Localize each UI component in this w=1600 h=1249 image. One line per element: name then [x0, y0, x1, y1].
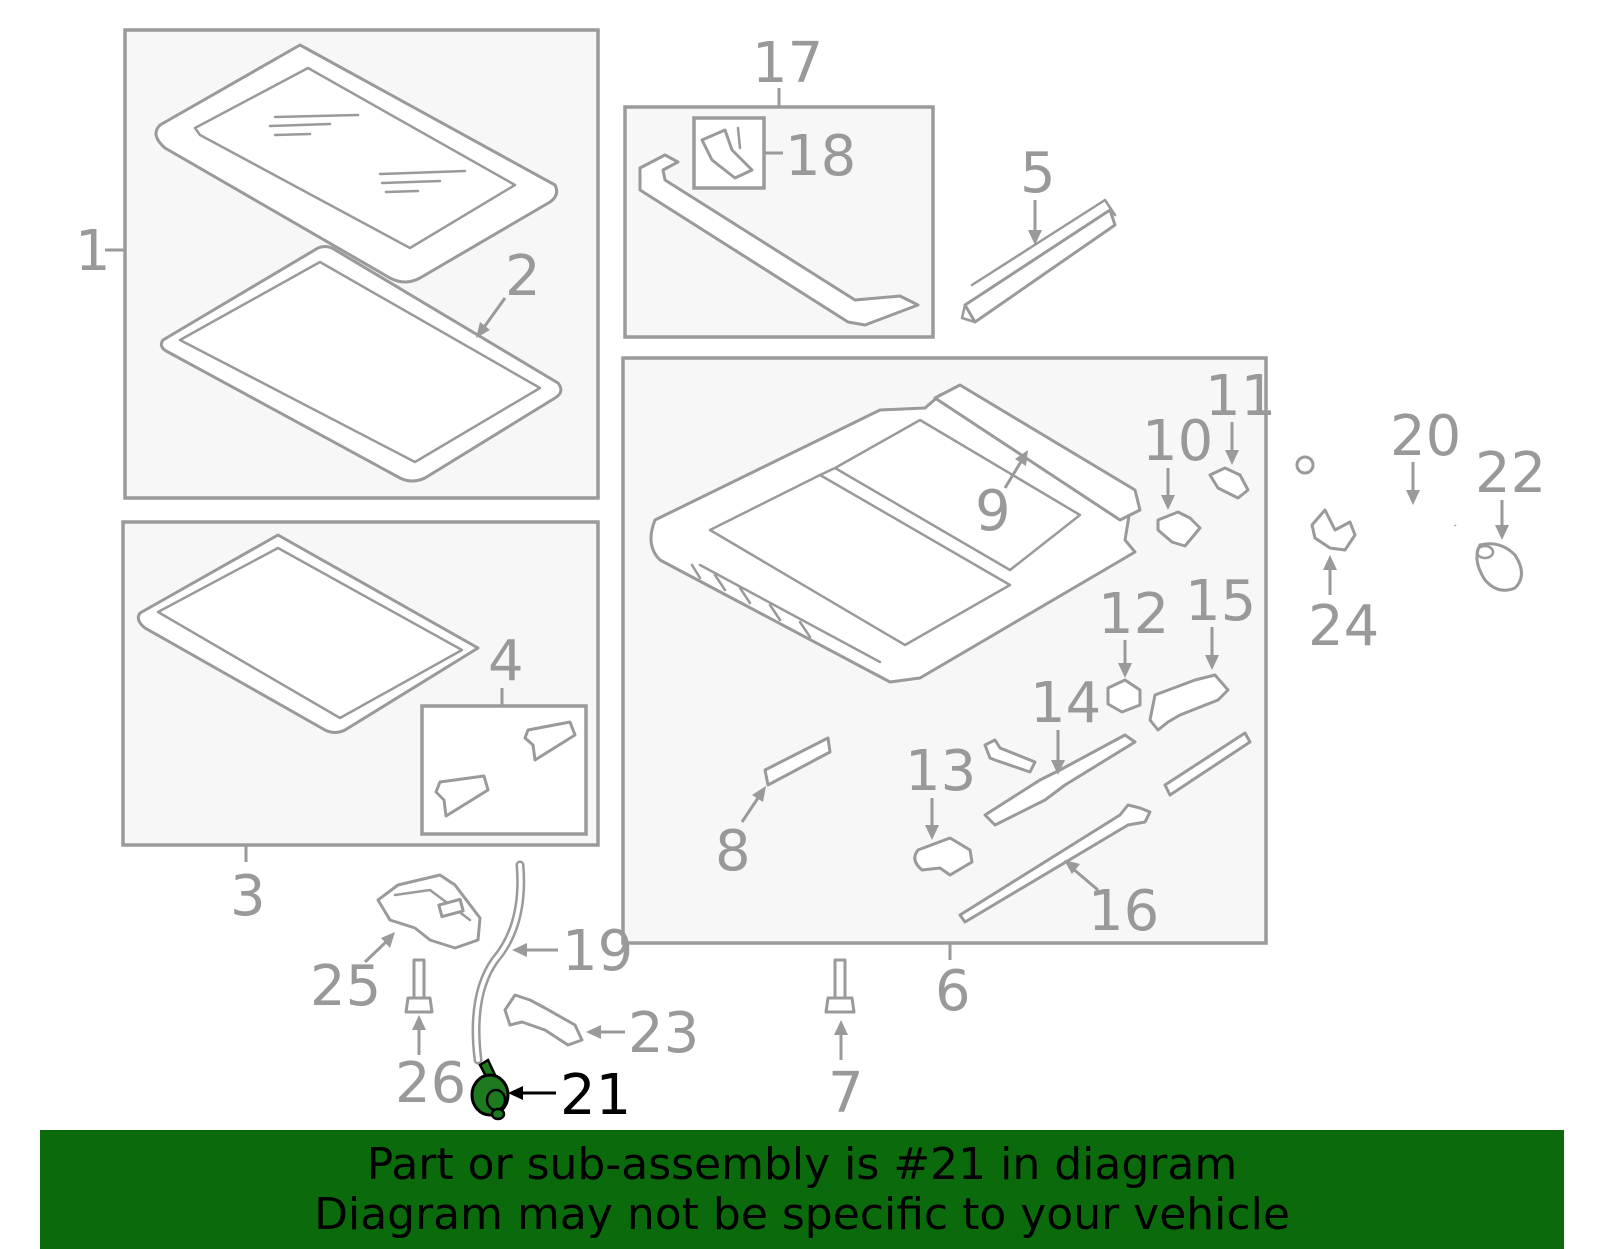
- callout-16: 16: [1088, 879, 1159, 944]
- callout-12: 12: [1098, 582, 1169, 647]
- arrow-9: [1015, 450, 1028, 466]
- glass-panel[interactable]: [154, 43, 559, 284]
- callout-18: 18: [785, 124, 856, 189]
- leader-16: [1071, 866, 1099, 892]
- rear-cross-rail[interactable]: [933, 383, 1142, 522]
- arrow-14: [1051, 760, 1065, 775]
- arrow-22: [1495, 525, 1509, 540]
- leader-9: [1003, 459, 1024, 489]
- callout-14: 14: [1030, 671, 1101, 736]
- callout-26: 26: [395, 1051, 466, 1116]
- callout-8: 8: [715, 819, 751, 884]
- slider-13[interactable]: [913, 836, 974, 877]
- wind-deflector-group: 17 18: [623, 31, 935, 339]
- sunshade-panel[interactable]: [136, 533, 480, 734]
- arrow-26: [412, 1015, 426, 1030]
- sunroof-motor-25[interactable]: [376, 873, 482, 950]
- arrow-15: [1205, 655, 1219, 670]
- arrow-7: [834, 1020, 848, 1035]
- callout-15: 15: [1185, 569, 1256, 634]
- callout-13: 13: [905, 739, 976, 804]
- bolt-26[interactable]: [404, 958, 434, 1014]
- callout-4: 4: [488, 629, 524, 694]
- drive-cable-16[interactable]: [958, 803, 1152, 924]
- callout-19: 19: [562, 919, 633, 984]
- callout-6: 6: [935, 959, 971, 1024]
- arrow-16: [1064, 860, 1080, 874]
- arrow-20: [1406, 490, 1420, 505]
- link-15[interactable]: [1148, 673, 1230, 732]
- arrow-25: [381, 932, 395, 948]
- callout-17: 17: [752, 31, 823, 96]
- arrow-11: [1225, 450, 1239, 465]
- arrow-24: [1323, 555, 1337, 570]
- arrow-2: [476, 322, 490, 338]
- arrow-19: [512, 943, 527, 957]
- guide-rail-right[interactable]: [1163, 731, 1252, 797]
- callout-3: 3: [230, 864, 266, 929]
- leader-2: [480, 297, 507, 331]
- callout-7: 7: [828, 1061, 864, 1126]
- leader-8: [740, 794, 762, 823]
- guide-rail-14[interactable]: [983, 733, 1137, 827]
- drain-rail[interactable]: [960, 198, 1117, 324]
- weatherstrip-seal[interactable]: [159, 245, 563, 483]
- arrow-12: [1118, 663, 1132, 678]
- sunshade-group: 4 3: [121, 520, 600, 929]
- arrow-21: [508, 1086, 523, 1100]
- bracket-23[interactable]: [503, 993, 584, 1047]
- drain-hose-19[interactable]: [471, 860, 526, 1065]
- bolt-14[interactable]: [983, 738, 1037, 774]
- stopper-12[interactable]: [1106, 678, 1142, 714]
- frame-assembly-group: 9 10 11 12 15: [621, 356, 1276, 1024]
- drain-hose-20[interactable]: [1295, 454, 1457, 527]
- arrow-5: [1028, 230, 1042, 245]
- banner-line-2: Diagram may not be specific to your vehi…: [314, 1188, 1290, 1240]
- grommet-22[interactable]: [1475, 542, 1523, 592]
- callout-1: 1: [75, 219, 111, 284]
- deflector-clip[interactable]: [700, 126, 754, 180]
- callout-5: 5: [1020, 141, 1056, 206]
- glass-assembly-group: 1 2: [75, 28, 600, 500]
- callout-24: 24: [1308, 594, 1379, 659]
- highlighted-part-21[interactable]: [470, 1058, 510, 1121]
- info-banner: Part or sub-assembly is #21 in diagram D…: [40, 1130, 1564, 1249]
- leader-25: [363, 938, 390, 964]
- callout-11: 11: [1205, 364, 1276, 429]
- sunroof-frame[interactable]: [649, 388, 1137, 684]
- hose-clip-24[interactable]: [1310, 508, 1357, 552]
- callout-25: 25: [310, 954, 381, 1019]
- bracket-10[interactable]: [1156, 510, 1202, 548]
- weatherstrip-8[interactable]: [763, 736, 832, 787]
- sunshade-guide-clips[interactable]: [434, 720, 577, 818]
- callout-21: 21: [560, 1063, 631, 1128]
- arrow-10: [1161, 495, 1175, 510]
- callout-10: 10: [1142, 409, 1213, 474]
- callout-22: 22: [1475, 441, 1546, 506]
- bolt-7[interactable]: [824, 958, 856, 1014]
- arrow-13: [925, 825, 939, 840]
- wind-deflector[interactable]: [638, 153, 920, 327]
- callout-9: 9: [975, 479, 1011, 544]
- callout-20: 20: [1390, 404, 1461, 469]
- bracket-11[interactable]: [1208, 466, 1250, 500]
- callout-23: 23: [628, 1001, 699, 1066]
- callout-2: 2: [505, 244, 541, 309]
- arrow-23: [586, 1025, 601, 1039]
- arrow-8: [752, 786, 766, 802]
- banner-line-1: Part or sub-assembly is #21 in diagram: [366, 1138, 1238, 1190]
